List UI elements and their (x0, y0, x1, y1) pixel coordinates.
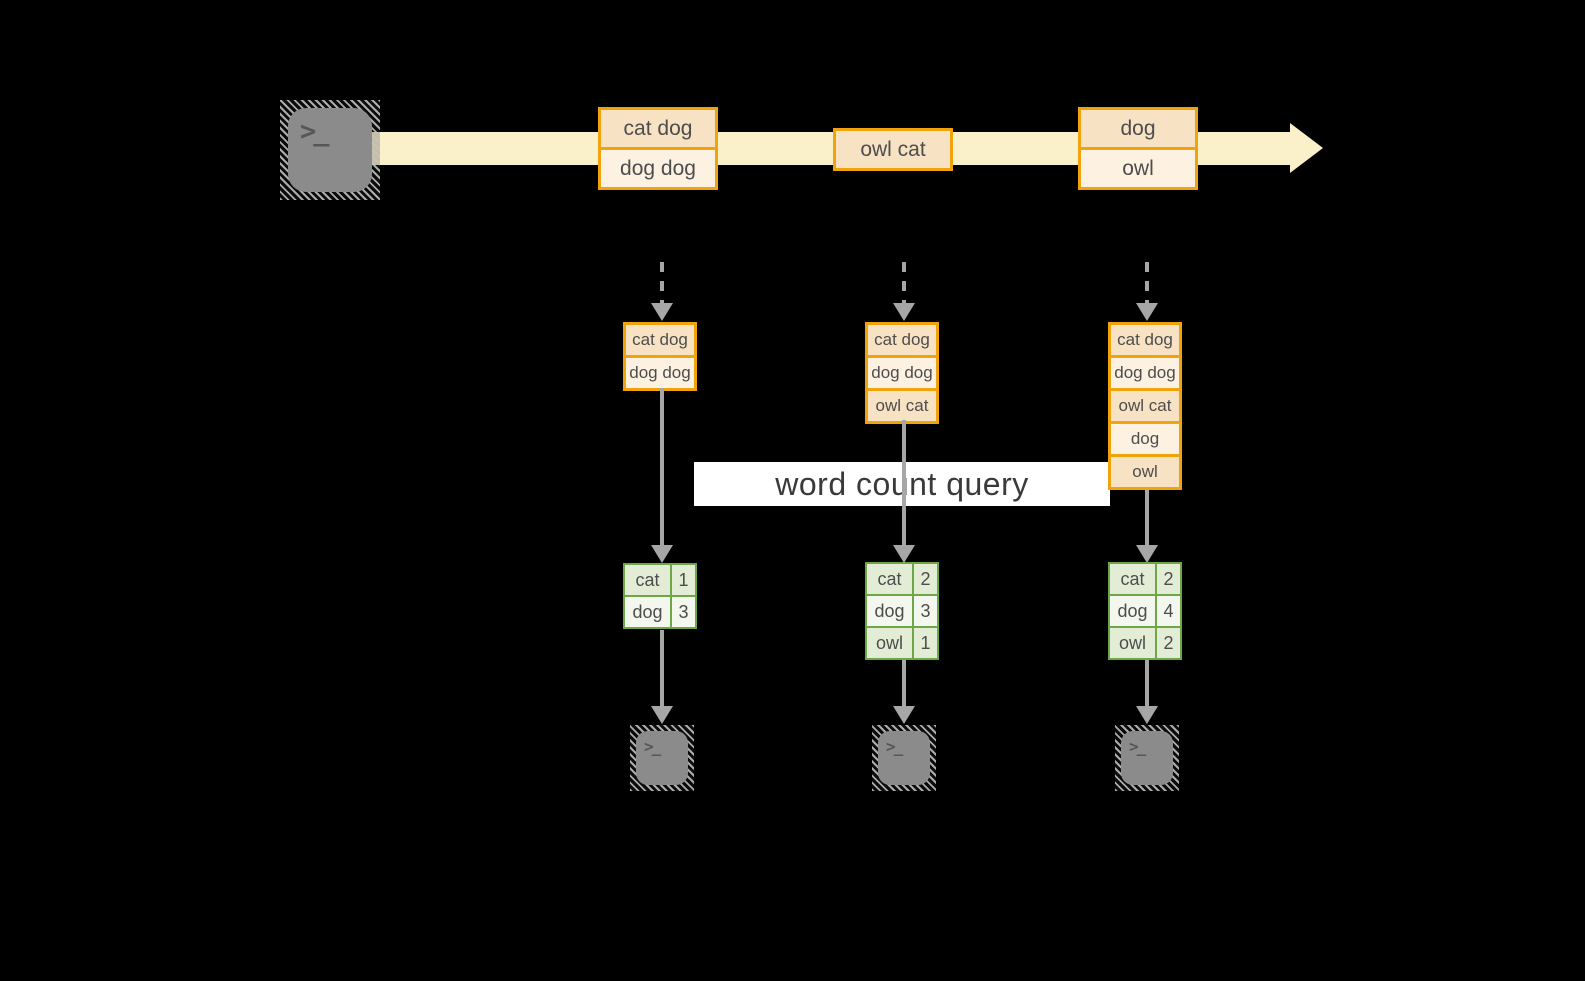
terminal-screen: >_ (1121, 731, 1173, 785)
count-row: cat 1 (625, 565, 695, 595)
buffer-cell: owl (1111, 454, 1179, 487)
stream-event-line: owl (1081, 147, 1195, 187)
count-row: owl 1 (867, 626, 937, 658)
buffer-stack-1: cat dog dog dog (623, 322, 697, 391)
terminal-screen: >_ (878, 731, 930, 785)
prompt-icon: >_ (300, 116, 329, 147)
dashed-arrow-2 (902, 262, 906, 303)
buffer-cell: dog dog (626, 355, 694, 388)
word-cell: dog (1110, 596, 1157, 626)
word-cell: cat (867, 564, 914, 594)
count-cell: 2 (920, 569, 931, 589)
stream-event-2: owl cat (833, 128, 953, 171)
count-row: owl 2 (1110, 626, 1180, 658)
prompt-icon: >_ (644, 737, 661, 756)
flow-arrow-3 (1145, 482, 1149, 545)
count-cell: 1 (920, 633, 931, 653)
count-row: cat 2 (1110, 564, 1180, 594)
sink-arrow-3 (1145, 660, 1149, 706)
dashed-arrow-3-head-icon (1136, 303, 1158, 321)
stream-event-1: cat dog dog dog (598, 107, 718, 190)
buffer-stack-2: cat dog dog dog owl cat (865, 322, 939, 424)
buffer-stack-3: cat dog dog dog owl cat dog owl (1108, 322, 1182, 490)
terminal-screen: >_ (636, 731, 688, 785)
sink-arrow-3-head-icon (1136, 706, 1158, 724)
buffer-cell: owl cat (1111, 388, 1179, 421)
flow-arrow-2-head-icon (893, 545, 915, 563)
count-row: dog 3 (625, 595, 695, 627)
sink-arrow-1-head-icon (651, 706, 673, 724)
count-table-1: cat 1 dog 3 (623, 563, 697, 629)
word-cell: owl (867, 628, 914, 658)
count-cell: 4 (1163, 601, 1174, 621)
dashed-arrow-1-head-icon (651, 303, 673, 321)
stream-arrow-head-icon (1290, 123, 1323, 173)
prompt-icon: >_ (1129, 737, 1146, 756)
count-table-3: cat 2 dog 4 owl 2 (1108, 562, 1182, 660)
dashed-arrow-3 (1145, 262, 1149, 303)
word-cell: owl (1110, 628, 1157, 658)
sink-terminal-icon-1: >_ (630, 725, 694, 791)
buffer-cell: cat dog (868, 325, 936, 355)
word-cell: cat (1110, 564, 1157, 594)
word-cell: dog (867, 596, 914, 626)
buffer-cell: owl cat (868, 388, 936, 421)
word-cell: cat (625, 565, 672, 595)
count-cell: 2 (1163, 569, 1174, 589)
count-row: dog 3 (867, 594, 937, 626)
flow-arrow-3-head-icon (1136, 545, 1158, 563)
flow-arrow-2 (902, 420, 906, 545)
flow-arrow-1 (660, 388, 664, 545)
count-cell: 3 (678, 602, 689, 622)
source-terminal-icon: >_ (280, 100, 380, 200)
stream-event-line: dog dog (601, 147, 715, 187)
stream-event-line: cat dog (601, 110, 715, 147)
terminal-screen: >_ (288, 108, 372, 192)
count-cell: 3 (920, 601, 931, 621)
stream-event-line: owl cat (836, 131, 950, 168)
flow-arrow-1-head-icon (651, 545, 673, 563)
dashed-arrow-1 (660, 262, 664, 303)
word-cell: dog (625, 597, 672, 627)
sink-arrow-1 (660, 630, 664, 706)
count-cell: 2 (1163, 633, 1174, 653)
sink-terminal-icon-3: >_ (1115, 725, 1179, 791)
sink-arrow-2-head-icon (893, 706, 915, 724)
dashed-arrow-2-head-icon (893, 303, 915, 321)
buffer-cell: dog dog (868, 355, 936, 388)
buffer-cell: cat dog (626, 325, 694, 355)
buffer-cell: dog dog (1111, 355, 1179, 388)
stream-event-3: dog owl (1078, 107, 1198, 190)
count-cell: 1 (678, 570, 689, 590)
prompt-icon: >_ (886, 737, 903, 756)
buffer-cell: dog (1111, 421, 1179, 454)
stream-event-line: dog (1081, 110, 1195, 147)
count-table-2: cat 2 dog 3 owl 1 (865, 562, 939, 660)
buffer-cell: cat dog (1111, 325, 1179, 355)
query-label: word count query (775, 466, 1029, 502)
sink-terminal-icon-2: >_ (872, 725, 936, 791)
count-row: cat 2 (867, 564, 937, 594)
count-row: dog 4 (1110, 594, 1180, 626)
sink-arrow-2 (902, 660, 906, 706)
